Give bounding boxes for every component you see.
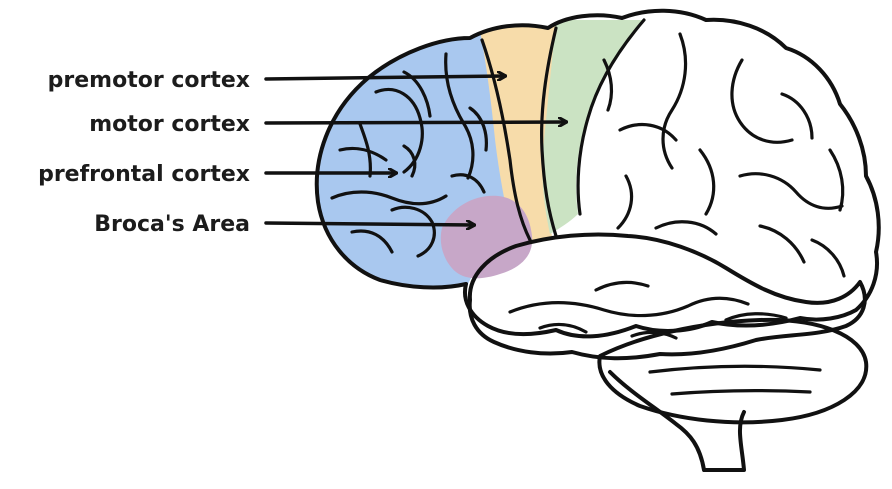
- premotor-label: premotor cortex: [48, 68, 250, 93]
- parietal-fold: [760, 226, 804, 262]
- motor-label: motor cortex: [89, 112, 250, 137]
- parietal-fold: [782, 94, 812, 138]
- parietal-fold: [732, 60, 792, 142]
- parietal-fold: [618, 176, 632, 228]
- parietal-fold: [830, 150, 843, 210]
- parietal-fold: [812, 240, 844, 276]
- prefrontal-label: prefrontal cortex: [38, 162, 250, 187]
- temporal-fold: [510, 298, 748, 315]
- parietal-fold: [656, 222, 716, 234]
- parietal-fold: [700, 150, 714, 214]
- broca-arrow: [266, 223, 474, 225]
- cerebellum-fold: [672, 391, 810, 394]
- cerebellum-fold: [650, 366, 820, 372]
- parietal-fold: [740, 174, 842, 209]
- parietal-fold: [663, 34, 686, 168]
- broca-label: Broca's Area: [94, 212, 250, 237]
- motor-arrow: [266, 122, 566, 123]
- parietal-fold: [620, 125, 676, 140]
- temporal-fold: [596, 283, 648, 290]
